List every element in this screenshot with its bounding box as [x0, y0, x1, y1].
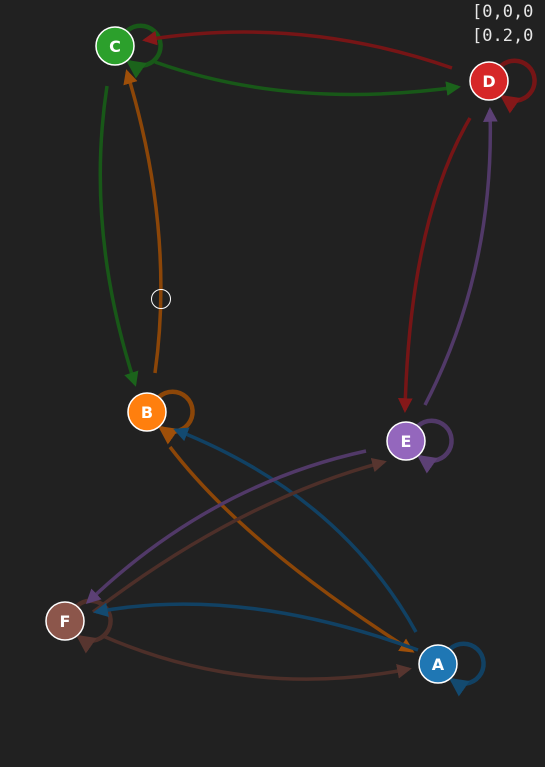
node-a[interactable]: A — [418, 644, 458, 684]
node-b[interactable]: B — [127, 392, 167, 432]
edge-a-to-f — [93, 602, 419, 652]
edge-c-to-d — [154, 60, 461, 97]
edges-layer — [85, 30, 498, 681]
node-label: E — [401, 432, 412, 451]
node-circle — [469, 61, 509, 101]
cursor-ring — [151, 289, 171, 309]
node-label: D — [482, 72, 495, 91]
self-loop-b — [157, 389, 195, 445]
self-loop-a — [448, 641, 486, 697]
coordinate-readout-line-2: [0.2,0 — [472, 26, 534, 46]
node-circle — [127, 392, 167, 432]
node-label: A — [432, 655, 445, 674]
edge-e-to-f — [85, 449, 367, 605]
node-circle — [386, 421, 426, 461]
node-e[interactable]: E — [386, 421, 426, 461]
coordinate-readout-line-1: [0,0,0 — [472, 2, 534, 22]
self-loop-c — [125, 23, 163, 79]
node-f[interactable]: F — [45, 601, 85, 641]
node-circle — [45, 601, 85, 641]
edge-f-to-e — [91, 457, 387, 614]
edge-a-to-b — [173, 427, 418, 633]
edge-f-to-a — [102, 634, 412, 681]
edge-b-to-a — [168, 445, 415, 653]
node-label: F — [60, 612, 71, 631]
node-circle — [418, 644, 458, 684]
node-c[interactable]: C — [95, 26, 135, 66]
self-loop-d — [499, 58, 537, 114]
self-loop-e — [416, 418, 454, 474]
edge-e-to-d — [423, 107, 498, 406]
edge-b-to-c — [123, 69, 163, 374]
node-circle — [95, 26, 135, 66]
node-label: B — [141, 403, 153, 422]
nodes-layer: A B C D E F — [45, 26, 509, 684]
edge-c-to-b — [98, 85, 139, 387]
node-d[interactable]: D — [469, 61, 509, 101]
edge-d-to-e — [397, 117, 472, 413]
edge-d-to-c — [142, 30, 453, 70]
node-label: C — [109, 37, 121, 56]
